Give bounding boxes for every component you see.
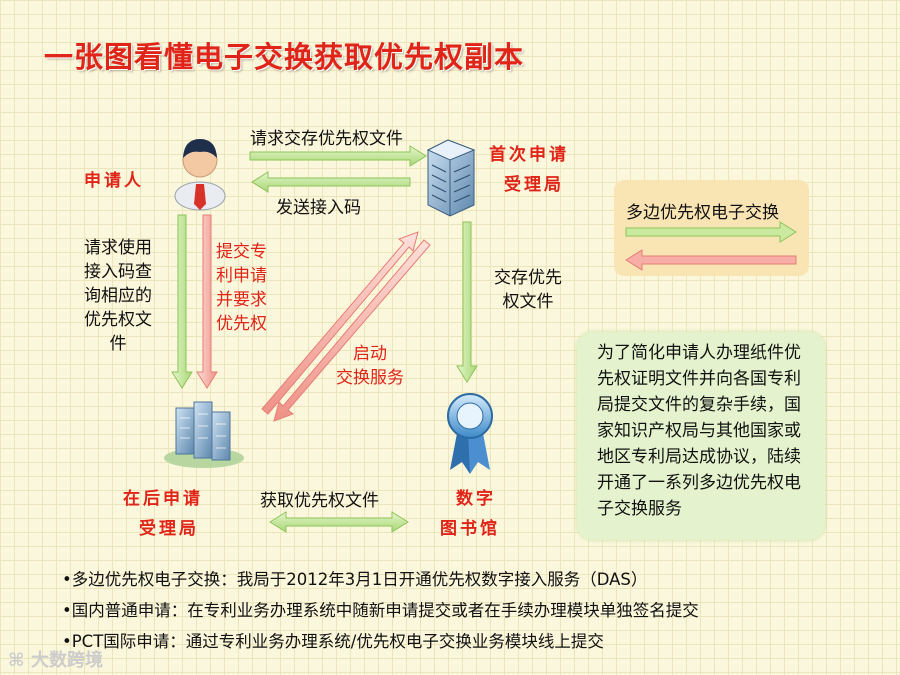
office-building-icon xyxy=(426,139,476,217)
page-title: 一张图看懂电子交换获取优先权副本 xyxy=(44,40,525,74)
label-request-deposit: 请求交存优先权文件 xyxy=(250,129,403,149)
later-office-label-line2: 受理局 xyxy=(139,519,199,539)
arrow-submit-patent xyxy=(196,214,218,389)
arrow-send-code xyxy=(251,171,411,193)
later-office-label-line1: 在后申请 xyxy=(123,489,203,509)
label-request-use: 请求使用 接入码查 询相应的 优先权文 件 xyxy=(84,238,152,354)
arrow-start-exchange-down xyxy=(273,239,431,422)
label-submit-patent: 提交专 利申请 并要求 优先权 xyxy=(216,242,267,334)
legend-box xyxy=(614,180,809,276)
bullet-item: •PCT国际申请：通过专利业务办理系统/优先权电子交换业务模块线上提交 xyxy=(62,632,604,651)
arrow-request-use xyxy=(171,214,193,389)
bullet-item: •国内普通申请：在专利业务办理系统中随新申请提交或者在手续办理模块单独签名提交 xyxy=(62,601,699,620)
label-send-code: 发送接入码 xyxy=(276,198,361,218)
applicant-label: 申请人 xyxy=(84,171,144,191)
arrow-start-exchange-up xyxy=(261,231,419,415)
first-office-label-line1: 首次申请 xyxy=(489,145,569,165)
legend-label: 多边优先权电子交换 xyxy=(626,203,779,223)
library-label-line1: 数字 xyxy=(456,489,496,509)
arrow-deposit-docs xyxy=(456,221,478,383)
medal-icon xyxy=(447,393,493,474)
watermark-logo: ⌘ 大数跨境 xyxy=(8,650,103,671)
label-start-exchange: 启动 交换服务 xyxy=(336,344,404,388)
arrow-obtain-docs xyxy=(269,511,409,533)
office-cluster-icon xyxy=(164,401,244,468)
label-obtain-docs: 获取优先权文件 xyxy=(260,491,379,511)
info-callout: 为了简化申请人办理纸件优先权证明文件并向各国专利局提交文件的复杂手续，国家知识产… xyxy=(577,332,825,540)
library-label-line2: 图书馆 xyxy=(440,519,500,539)
label-deposit-docs: 交存优先 权文件 xyxy=(494,268,562,312)
bullet-item: •多边优先权电子交换：我局于2012年3月1日开通优先权数字接入服务（DAS） xyxy=(62,570,648,589)
arrow-request-deposit xyxy=(249,145,427,167)
bullet-list: •多边优先权电子交换：我局于2012年3月1日开通优先权数字接入服务（DAS） … xyxy=(62,564,699,657)
first-office-label-line2: 受理局 xyxy=(504,175,564,195)
person-icon xyxy=(174,139,226,211)
